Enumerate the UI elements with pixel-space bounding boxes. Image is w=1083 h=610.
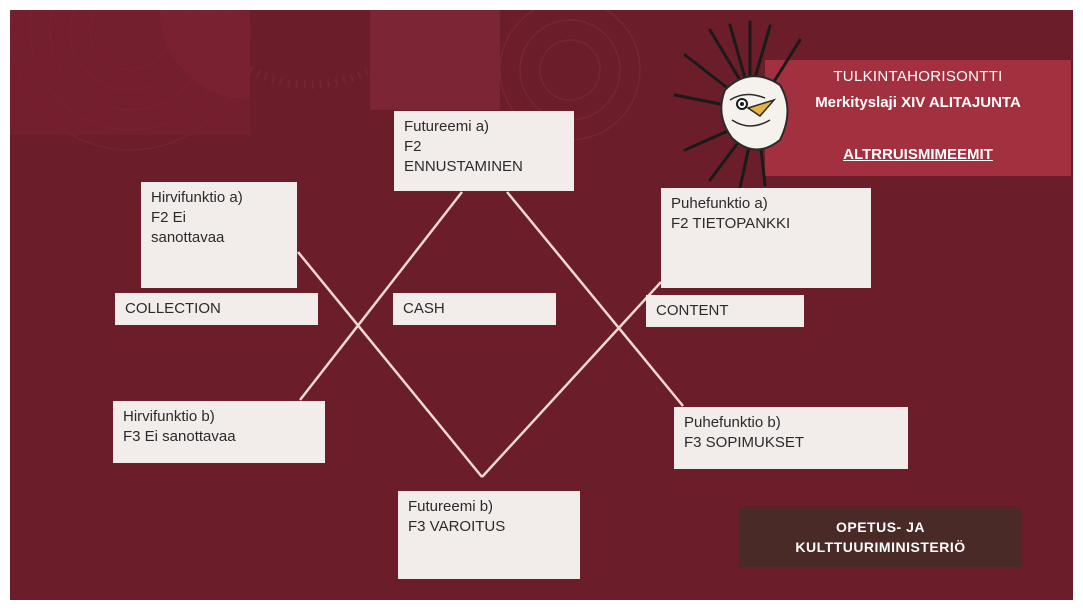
bird-icon	[673, 20, 802, 190]
label-collection: COLLECTION	[115, 293, 318, 325]
node-puhefunktio-a: Puhefunktio a) F2 TIETOPANKKI	[661, 188, 871, 288]
line-hirvi-a-to-futureemi-b	[297, 251, 483, 478]
node-puhefunktio-b: Puhefunktio b) F3 SOPIMUKSET	[674, 407, 908, 469]
label-content: CONTENT	[646, 295, 804, 327]
node-hirvifunktio-b: Hirvifunktio b) F3 Ei sanottavaa	[113, 401, 325, 463]
subtitle-line: Merkityslaji XIV ALITAJUNTA	[815, 94, 1021, 111]
line-hirvi-b-to-futureemi-a	[299, 191, 463, 401]
connector-lines	[297, 191, 684, 478]
label-cash: CASH	[393, 293, 556, 325]
title-panel: TULKINTAHORISONTTI Merkityslaji XIV ALIT…	[765, 60, 1071, 176]
line-futureemi-a-to-puhe-b	[506, 191, 684, 407]
node-hirvifunktio-a: Hirvifunktio a) F2 Ei sanottavaa	[141, 182, 297, 288]
ministry-text: OPETUS- JA KULTTUURIMINISTERIÖ	[795, 519, 966, 555]
node-futureemi-a: Futureemi a) F2 ENNUSTAMINEN	[394, 111, 574, 191]
topic-line: ALTRRUISMIMEEMIT	[843, 146, 993, 163]
title-line: TULKINTAHORISONTTI	[833, 68, 1003, 85]
decorative-background	[10, 10, 641, 151]
slide: TULKINTAHORISONTTI Merkityslaji XIV ALIT…	[10, 10, 1073, 600]
line-futureemi-b-to-puhe-a	[481, 281, 662, 478]
ministry-logo: OPETUS- JA KULTTUURIMINISTERIÖ	[739, 507, 1022, 567]
node-futureemi-b: Futureemi b) F3 VAROITUS	[398, 491, 580, 579]
